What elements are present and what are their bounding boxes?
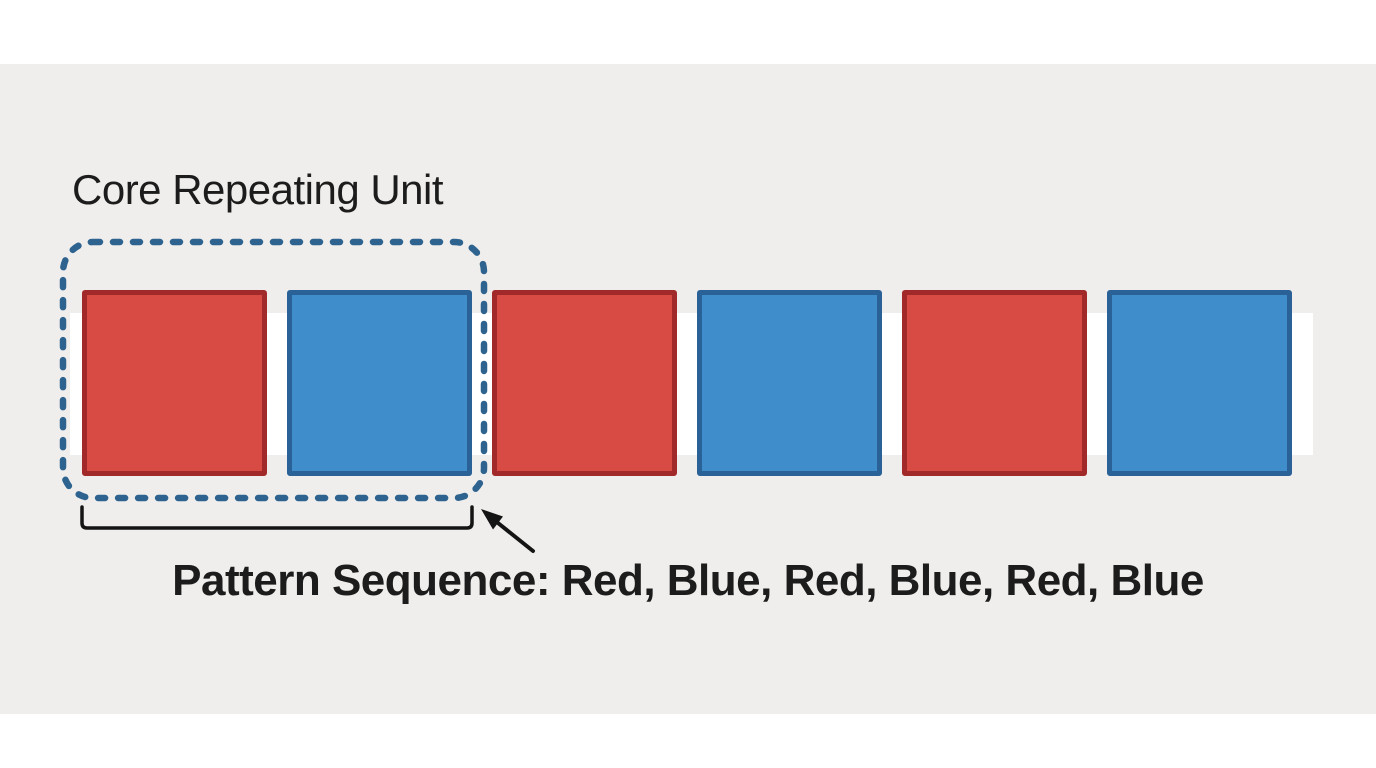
- core-unit-title: Core Repeating Unit: [72, 166, 444, 213]
- bottom-margin: [0, 714, 1376, 768]
- pattern-sequence-caption: Pattern Sequence: Red, Blue, Red, Blue, …: [172, 556, 1204, 605]
- pattern-square-blue: [1107, 290, 1292, 476]
- pattern-row: [82, 290, 1292, 476]
- pattern-square-blue: [697, 290, 882, 476]
- pattern-square-red: [82, 290, 267, 476]
- pattern-square-blue: [287, 290, 472, 476]
- annotation-arrow-icon: [481, 509, 535, 553]
- bracket: [80, 505, 474, 530]
- pattern-square-red: [492, 290, 677, 476]
- pattern-square-red: [902, 290, 1087, 476]
- top-margin: [0, 0, 1376, 64]
